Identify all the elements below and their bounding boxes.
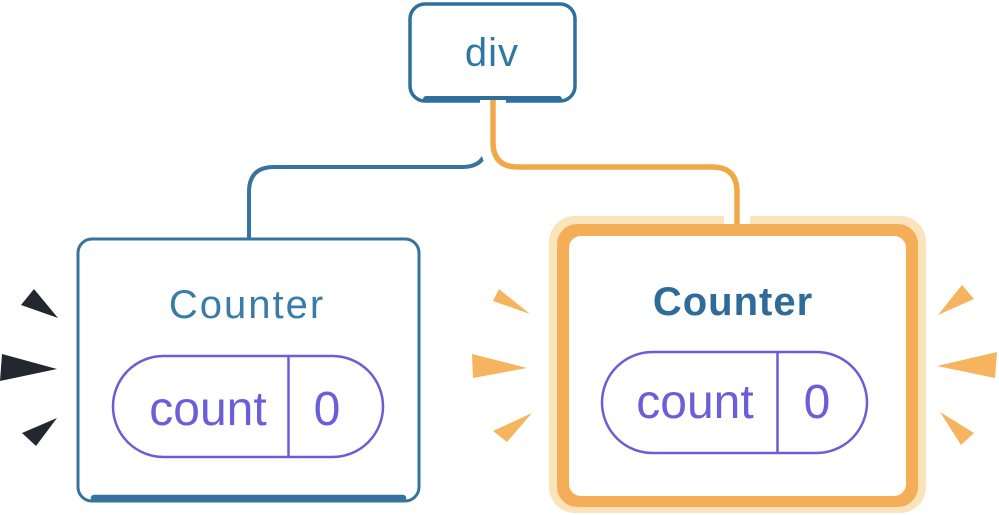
left-counter-card: Counter count 0 [76,237,421,503]
right-state-key: count [636,376,753,429]
left-counter-sparks [0,289,58,446]
root-node: div [408,2,577,103]
tree-connector-left [247,100,489,240]
right-counter-sparks-right [937,285,997,445]
right-counter-title: Counter [653,280,813,324]
spark-icon [940,412,974,445]
spark-icon [938,285,974,315]
spark-icon [937,352,997,378]
right-state-pill: count 0 [600,350,869,455]
left-counter-title: Counter [169,283,325,327]
left-state-pill: count 0 [111,354,385,459]
right-counter-card: Counter count 0 [557,224,918,507]
spark-icon [493,289,530,314]
left-state-value: 0 [314,383,341,436]
spark-icon [0,354,57,381]
tree-connector-right [490,100,740,238]
left-state-key: count [149,383,266,436]
spark-icon [493,413,532,442]
root-node-label: div [465,31,519,75]
left-state-pill-outline [111,354,385,459]
spark-icon [21,289,58,318]
right-state-value: 0 [804,376,831,429]
spark-icon [472,354,527,378]
right-counter-sparks-left [472,289,532,442]
spark-icon [22,418,57,446]
right-state-pill-outline [600,350,869,455]
